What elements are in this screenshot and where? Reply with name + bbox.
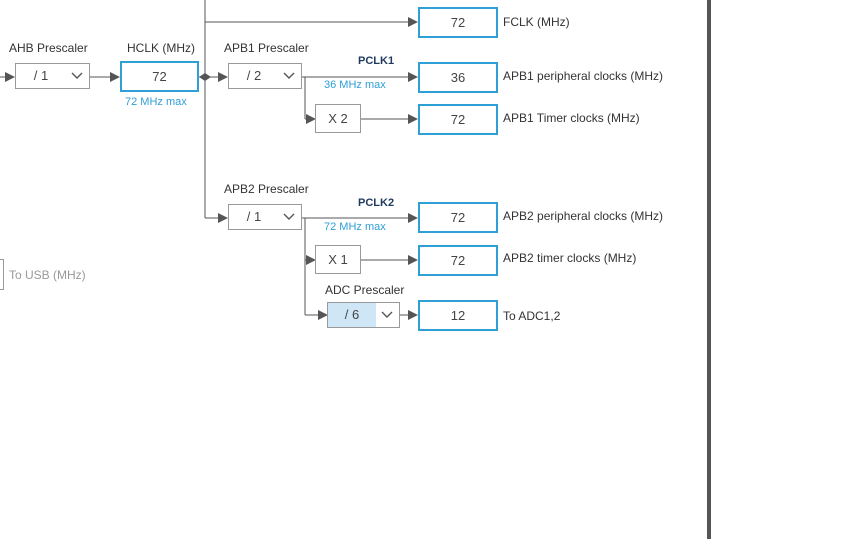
apb1-prescaler-value: / 2 <box>246 68 262 83</box>
chevron-down-icon <box>71 72 83 79</box>
ahb-prescaler-value: / 1 <box>33 68 49 83</box>
adc-prescaler-label: ADC Prescaler <box>325 283 405 297</box>
apb2-prescaler-label: APB2 Prescaler <box>224 182 309 196</box>
apb2-prescaler-select[interactable]: / 1 <box>228 204 302 230</box>
apb2-timer-value-field[interactable]: 72 <box>418 245 498 276</box>
chevron-down-icon <box>283 72 295 79</box>
hclk-value-field[interactable]: 72 <box>120 61 199 92</box>
apb1-timer-multiplier: X 2 <box>315 104 361 133</box>
apb1-prescaler-label: APB1 Prescaler <box>224 41 309 55</box>
chevron-down-icon <box>381 311 393 318</box>
adc-prescaler-value: / 6 <box>328 303 376 327</box>
adc-output-label: To ADC1,2 <box>503 309 561 323</box>
apb1-peripheral-value-field[interactable]: 36 <box>418 62 498 93</box>
ahb-prescaler-select[interactable]: / 1 <box>15 63 90 89</box>
apb2-timer-label: APB2 timer clocks (MHz) <box>503 251 637 265</box>
panel-divider <box>707 0 711 539</box>
fclk-label: FCLK (MHz) <box>503 15 570 29</box>
apb2-prescaler-value: / 1 <box>246 209 262 224</box>
pclk1-label: PCLK1 <box>358 55 395 67</box>
apb1-peripheral-label: APB1 peripheral clocks (MHz) <box>503 69 664 83</box>
usb-output-label: To USB (MHz) <box>9 268 86 282</box>
pclk2-label: PCLK2 <box>358 197 395 209</box>
usb-value-field <box>0 259 4 290</box>
chevron-down-icon <box>283 213 295 220</box>
hclk-label: HCLK (MHz) <box>127 41 195 55</box>
hclk-max-note: 72 MHz max <box>125 96 187 108</box>
adc-prescaler-select[interactable]: / 6 <box>327 302 400 328</box>
apb1-timer-value-field[interactable]: 72 <box>418 104 498 135</box>
pclk1-max-note: 36 MHz max <box>324 79 386 91</box>
apb1-timer-label: APB1 Timer clocks (MHz) <box>503 111 640 125</box>
apb2-timer-multiplier: X 1 <box>315 245 361 274</box>
apb2-peripheral-value-field[interactable]: 72 <box>418 202 498 233</box>
fclk-value-field[interactable]: 72 <box>418 7 498 38</box>
apb1-prescaler-select[interactable]: / 2 <box>228 63 302 89</box>
apb2-peripheral-label: APB2 peripheral clocks (MHz) <box>503 209 664 223</box>
ahb-prescaler-label: AHB Prescaler <box>9 41 88 55</box>
pclk2-max-note: 72 MHz max <box>324 221 386 233</box>
adc-value-field[interactable]: 12 <box>418 300 498 331</box>
